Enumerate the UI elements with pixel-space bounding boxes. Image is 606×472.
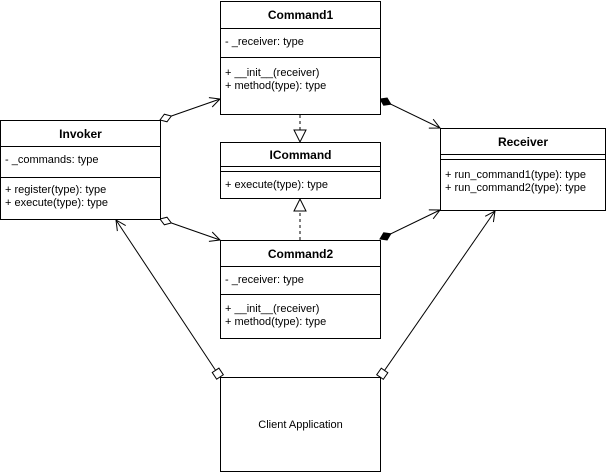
client-to-invoker-association xyxy=(116,220,220,377)
class-invoker-methods: + register(type): type + execute(type): … xyxy=(1,178,160,210)
interface-icommand-attributes xyxy=(221,167,380,172)
class-command1-attribute: - _receiver: type xyxy=(225,36,304,48)
class-invoker-method: + execute(type): type xyxy=(5,197,109,209)
command1-to-receiver-composition xyxy=(380,99,440,128)
class-command1[interactable]: Command1 - _receiver: type + __init__(re… xyxy=(220,1,381,115)
class-receiver-method: + run_command1(type): type xyxy=(445,169,586,181)
class-command2-name: Command2 xyxy=(221,241,380,267)
client-application-label: Client Application xyxy=(258,418,343,431)
class-command2-methods: + __init__(receiver) + method(type): typ… xyxy=(221,295,380,329)
interface-icommand-methods: + execute(type): type xyxy=(221,172,380,192)
interface-icommand-name: ICommand xyxy=(221,143,380,167)
class-receiver[interactable]: Receiver + run_command1(type): type + ru… xyxy=(440,128,606,211)
class-invoker-attribute: - _commands: type xyxy=(5,154,99,166)
command2-to-receiver-composition xyxy=(380,210,440,239)
class-command2-attribute: - _receiver: type xyxy=(225,274,304,286)
class-command2-method: + __init__(receiver) xyxy=(225,303,320,315)
class-command2[interactable]: Command2 - _receiver: type + __init__(re… xyxy=(220,240,381,339)
interface-icommand-method: + execute(type): type xyxy=(225,179,329,191)
interface-icommand[interactable]: ICommand + execute(type): type xyxy=(220,142,381,199)
class-command2-method: + method(type): type xyxy=(225,316,327,328)
invoker-to-command2-aggregation xyxy=(160,219,220,240)
invoker-to-command1-aggregation xyxy=(160,99,220,120)
class-receiver-attributes xyxy=(441,155,605,160)
class-command1-methods: + __init__(receiver) + method(type): typ… xyxy=(221,58,380,93)
class-invoker-name: Invoker xyxy=(1,121,160,147)
class-command1-method: + method(type): type xyxy=(225,80,327,92)
class-receiver-method: + run_command2(type): type xyxy=(445,182,586,194)
class-command1-method: + __init__(receiver) xyxy=(225,67,320,79)
class-invoker-attributes: - _commands: type xyxy=(1,147,160,178)
class-receiver-name: Receiver xyxy=(441,129,605,155)
class-command1-name: Command1 xyxy=(221,2,380,29)
class-invoker[interactable]: Invoker - _commands: type + register(typ… xyxy=(0,120,161,220)
class-command1-attributes: - _receiver: type xyxy=(221,29,380,58)
class-invoker-method: + register(type): type xyxy=(5,184,107,196)
class-command2-attributes: - _receiver: type xyxy=(221,267,380,295)
class-receiver-methods: + run_command1(type): type + run_command… xyxy=(441,160,605,195)
client-to-receiver-association xyxy=(380,211,495,377)
client-application[interactable]: Client Application xyxy=(220,377,381,472)
